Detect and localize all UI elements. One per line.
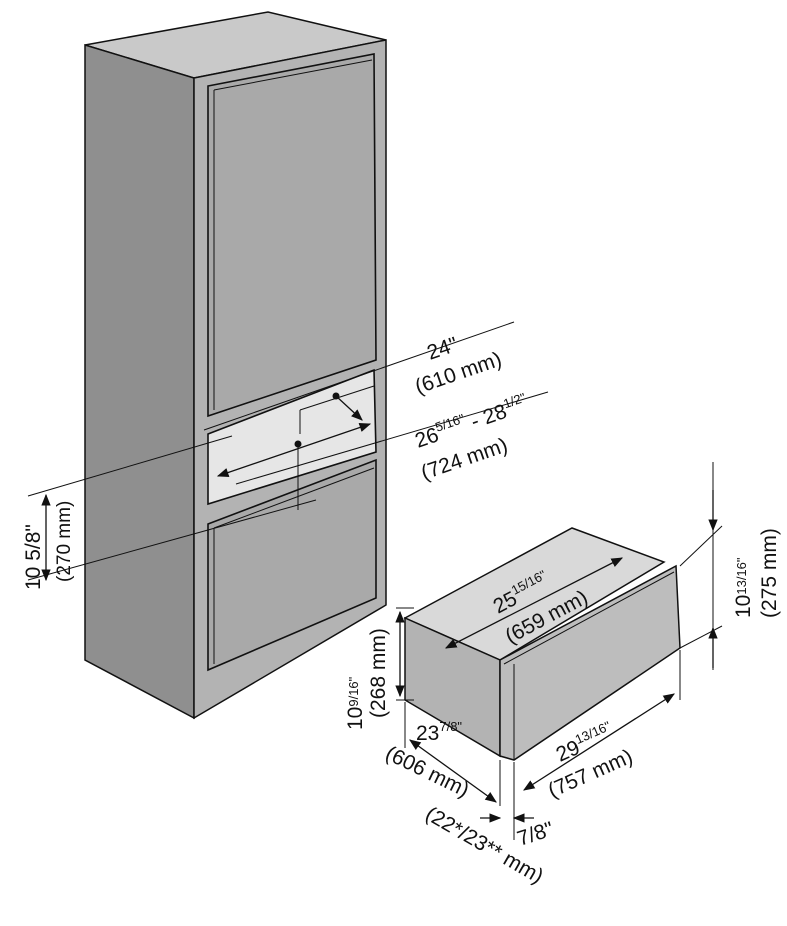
- niche-width-label: 24": [424, 333, 461, 365]
- lower-door-panel: [207, 458, 377, 672]
- front-height-label: 1013/16": [732, 557, 755, 618]
- front-height-metric: (275 mm): [758, 528, 781, 618]
- niche-height-label: 10 5/8": [22, 524, 45, 590]
- dimension-lines: [27, 321, 723, 840]
- front-thickness-label: 7/8": [514, 818, 556, 851]
- niche-height-metric: (270 mm): [54, 501, 75, 582]
- drawer-width-label: 237/8": [416, 719, 462, 745]
- cabinet-side: [84, 43, 195, 720]
- drawer-height-label: 109/16": [344, 676, 367, 730]
- upper-door-panel: [207, 53, 377, 418]
- niche-depth-label: 265/16" - 281/2": [411, 390, 531, 453]
- drawer-height-metric: (268 mm): [367, 628, 390, 718]
- cabinet: [84, 11, 387, 720]
- drawer-width-metric: (606 mm): [382, 742, 473, 802]
